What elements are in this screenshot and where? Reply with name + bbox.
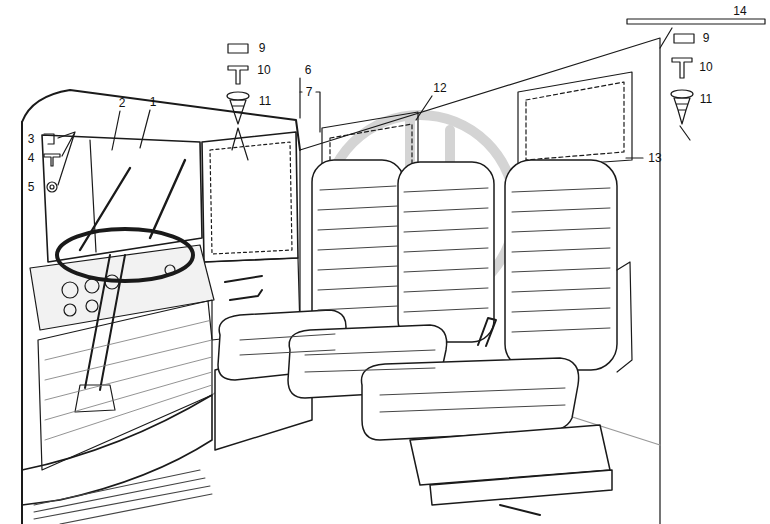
callout-number: 5: [28, 181, 35, 193]
leader-line: [232, 128, 248, 160]
back-wall: [300, 38, 660, 524]
cab-body: [22, 395, 212, 505]
callout-number: 12: [433, 82, 446, 94]
callout-number: 11: [700, 93, 712, 105]
callout-number: 3: [28, 133, 35, 145]
callout-number: 7: [306, 86, 313, 98]
fastener-icons: [227, 44, 249, 160]
callout-number: 9: [703, 32, 710, 44]
seats: [215, 160, 617, 505]
callout-number: 10: [257, 64, 270, 76]
door-handle: [225, 276, 262, 300]
callout-number: 14: [733, 5, 746, 17]
fastener-icons: [44, 132, 75, 192]
wall-panel: [518, 72, 632, 168]
callout-number: 6: [305, 64, 312, 76]
callout-number: 4: [28, 152, 35, 164]
callout-number: 2: [119, 97, 126, 109]
floor-mat: [45, 320, 212, 440]
callout-number: 1: [150, 96, 157, 108]
callout-number: 9: [259, 42, 266, 54]
pedal-base: [75, 385, 115, 412]
seat-side-frame: [617, 262, 632, 372]
leader-lines: [112, 78, 643, 158]
seat-rail: [500, 505, 540, 515]
grille: [34, 470, 212, 524]
callout-number: 10: [699, 61, 712, 73]
seat-lever: [478, 318, 496, 346]
cab-pillar: [21, 122, 23, 524]
panel-outline: [526, 82, 624, 160]
leader-line: [58, 132, 75, 185]
callout-number: 11: [259, 95, 271, 107]
cab-floor: [38, 300, 212, 470]
seat-stitching: [240, 186, 610, 412]
windshield-divider: [90, 140, 96, 252]
door-window: [202, 132, 298, 262]
fastener-icons: [627, 19, 765, 140]
steering-column: [85, 255, 125, 390]
leader-line: [660, 28, 690, 140]
callout-number: 13: [648, 152, 661, 164]
door-seal: [210, 142, 292, 254]
